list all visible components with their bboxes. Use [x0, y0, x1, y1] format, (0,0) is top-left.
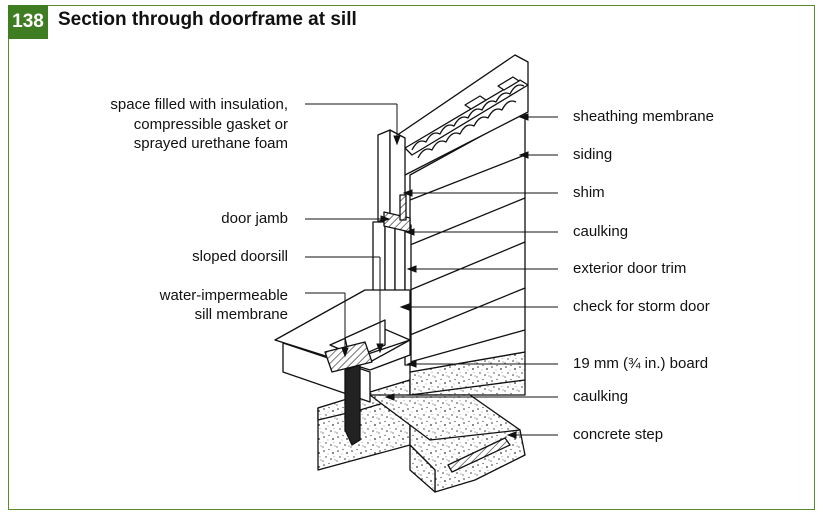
label-board: 19 mm (¾ in.) board [573, 355, 709, 372]
wall-top-insulation [389, 54, 529, 176]
label-sloped-doorsill: sloped doorsill [192, 248, 288, 265]
label-membrane-1: water-impermeable [159, 287, 288, 304]
label-membrane-2: sill membrane [194, 306, 288, 323]
label-check-storm-door: check for storm door [573, 298, 710, 315]
label-concrete-step: concrete step [573, 426, 664, 443]
label-door-jamb: door jamb [221, 210, 288, 227]
leader-lines [305, 103, 558, 439]
figure-number-badge: 138 [8, 5, 48, 39]
label-exterior-door-trim: exterior door trim [573, 260, 687, 277]
label-insulation-1: space filled with insulation, [110, 96, 288, 113]
label-sheathing-membrane: sheathing membrane [573, 108, 714, 125]
label-caulking-upper: caulking [573, 223, 629, 240]
figure-frame [8, 5, 815, 510]
label-caulking-lower: caulking [573, 388, 629, 405]
label-insulation-3: sprayed urethane foam [133, 135, 288, 152]
sloped-doorsill [274, 289, 411, 403]
label-insulation-2: compressible gasket or [133, 116, 288, 133]
label-siding: siding [573, 146, 613, 163]
figure-title: Section through doorframe at sill [58, 9, 357, 30]
label-shim: shim [573, 184, 605, 201]
sill-membrane [324, 341, 373, 446]
